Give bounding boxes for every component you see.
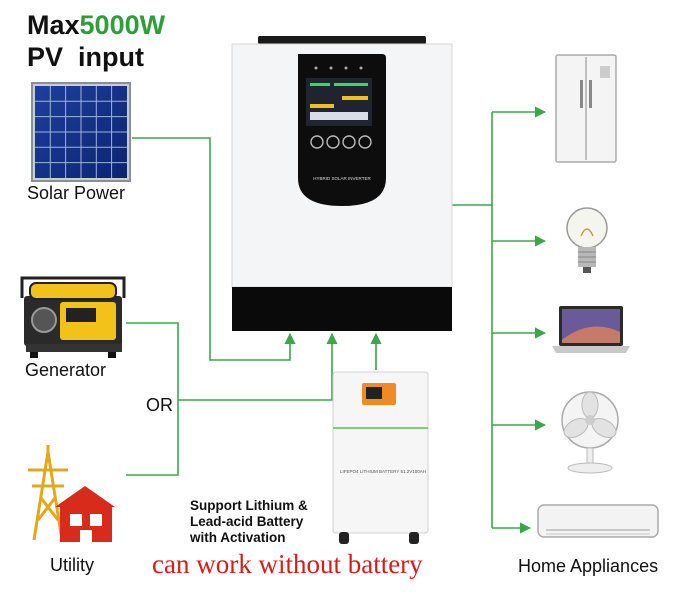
support-note-line2: Lead-acid Battery [190, 514, 304, 529]
connection-lines [126, 106, 547, 534]
support-note-line1: Support Lithium & [190, 498, 308, 513]
battery-unit-graphic [332, 371, 429, 544]
max-power-value: 5000W [79, 10, 166, 40]
pv-input-heading: PV input [27, 42, 144, 72]
utility-label: Utility [50, 555, 94, 575]
generator-to-inverter-line [126, 322, 179, 476]
no-battery-note: can work without battery [152, 549, 423, 579]
solar-panel-icon [31, 82, 131, 182]
light-bulb-icon [566, 207, 608, 273]
inverter-unit-graphic [231, 36, 453, 331]
home-appliances-label: Home Appliances [518, 556, 659, 576]
or-label: OR [146, 395, 173, 415]
solar-power-label: Solar Power [27, 183, 126, 203]
generator-label: Generator [25, 360, 107, 380]
generator-utility-merge-line [178, 332, 338, 401]
max-prefix: Max [27, 10, 80, 40]
battery-panel-label: LIFEPO4 LITHIUM BATTERY 51.2V100AH [340, 469, 427, 474]
generator-icon [20, 276, 126, 358]
solar-to-inverter-line [132, 137, 296, 361]
max-power-heading: Max5000W [27, 10, 165, 40]
support-note-line3: with Activation [190, 530, 286, 545]
utility-icon [28, 445, 115, 542]
refrigerator-icon [555, 54, 617, 163]
battery-support-note: Support Lithium & Lead-acid Battery with… [190, 498, 330, 546]
air-conditioner-icon [537, 504, 659, 538]
electric-fan-icon [561, 391, 619, 474]
laptop-icon [552, 306, 630, 353]
inverter-panel-label: HYBRID SOLAR INVERTER [313, 176, 371, 181]
